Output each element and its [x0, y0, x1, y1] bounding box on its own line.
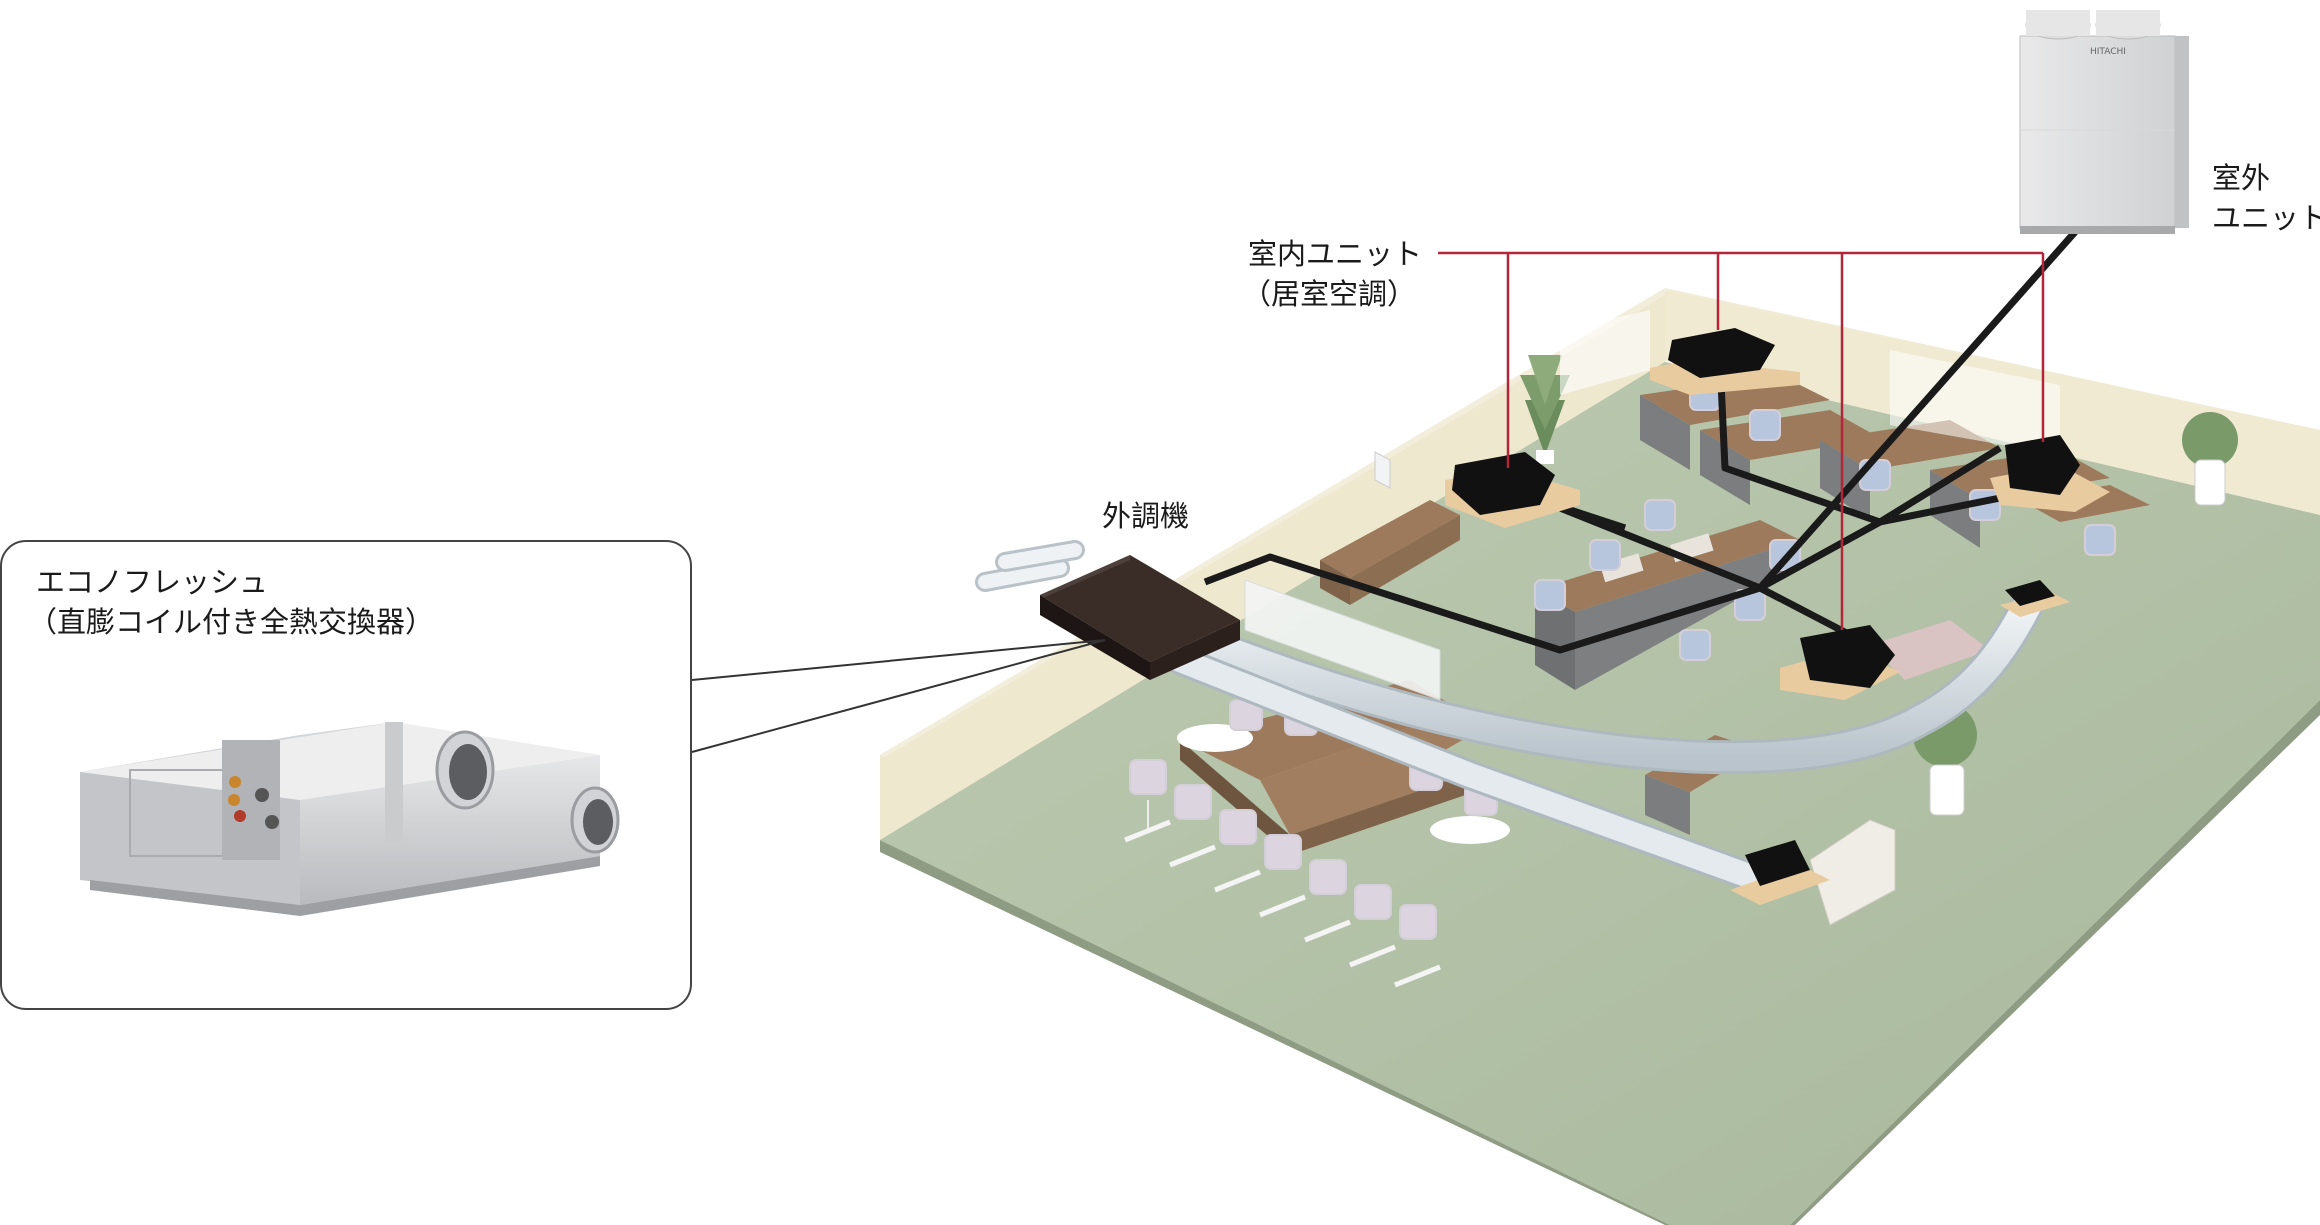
outdoor-air-unit-label-text: 外調機: [1102, 499, 1190, 533]
outdoor-unit-label-line2: ユニット: [2212, 201, 2320, 235]
left-bench: [1320, 500, 1460, 605]
indoor-unit-leader-lines: [1438, 251, 2045, 630]
econofresh-label-line1: エコノフレッシュ: [36, 565, 269, 599]
indoor-unit-3: [1990, 435, 2110, 512]
outdoor-air-processing-unit: [1040, 555, 1240, 680]
indoor-unit-label-line2: （居室空調）: [1242, 277, 1417, 311]
econofresh-product-image: [80, 722, 620, 916]
outdoor-air-unit-label: 外調機: [1102, 496, 1189, 536]
indoor-unit-1: [1650, 328, 1800, 395]
econofresh-leader-lines: [691, 639, 1106, 753]
center-table: [1535, 520, 1800, 690]
indoor-unit-label: 室内ユニット （居室空調）: [1242, 234, 1423, 314]
outdoor-unit: HITACHI: [2019, 10, 2189, 234]
outdoor-unit-brand: HITACHI: [2090, 47, 2126, 57]
outdoor-unit-label: 室外 ユニット: [2212, 158, 2320, 238]
floor: [880, 362, 2320, 1225]
econofresh-label: エコノフレッシュ （直膨コイル付き全熱交換器）: [28, 562, 434, 642]
ducts: [975, 540, 2047, 895]
partitions: [1244, 310, 2060, 701]
econofresh-label-line2: （直膨コイル付き全熱交換器）: [28, 605, 435, 639]
floor-terminals: [1730, 580, 2070, 905]
outdoor-unit-label-line1: 室外: [2212, 161, 2271, 195]
indoor-unit-2: [1445, 452, 1580, 528]
indoor-unit-label-line1: 室内ユニット: [1248, 237, 1423, 271]
indoor-units: [1445, 328, 2110, 700]
indoor-unit-4: [1780, 625, 1900, 700]
